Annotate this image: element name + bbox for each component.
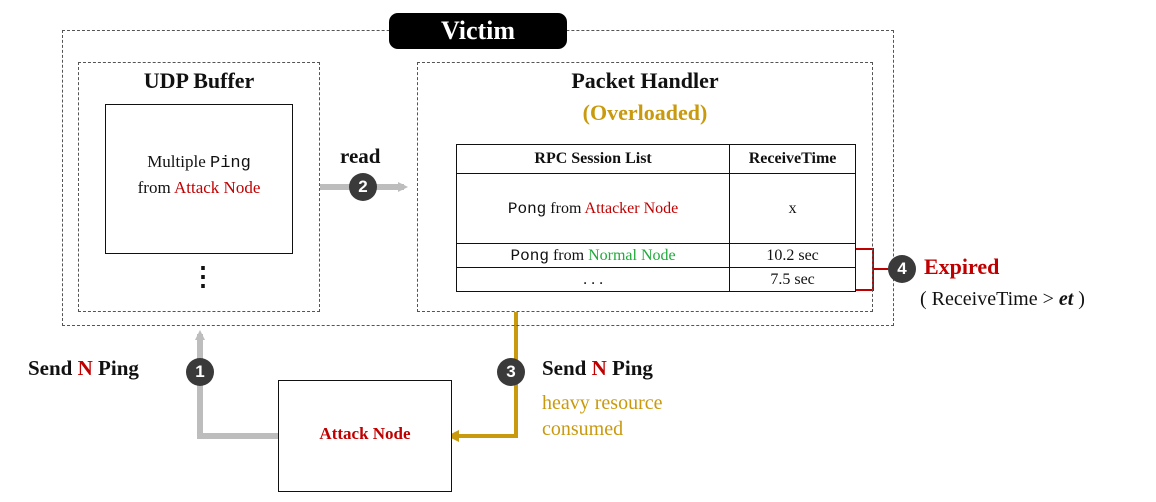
rpc-session-table: RPC Session List ReceiveTime Pong from A… xyxy=(455,144,856,292)
step3-note-line2: consumed xyxy=(542,418,624,440)
rpc-row-from: from xyxy=(552,246,585,264)
send-ping-arrow-step3 xyxy=(447,312,518,442)
step4-condition-var: et xyxy=(1058,288,1074,310)
step4-badge: 4 xyxy=(888,255,916,283)
step1-badge: 1 xyxy=(186,358,214,386)
rpc-header-session: RPC Session List xyxy=(455,144,731,174)
rpc-row-code: Pong xyxy=(507,199,547,218)
udp-buffer-line1-prefix: Multiple xyxy=(147,152,206,171)
udp-buffer-line1-code: Ping xyxy=(210,154,251,173)
rpc-time-cell: 10.2 sec xyxy=(729,243,856,268)
rpc-time-cell: 7.5 sec xyxy=(729,267,856,292)
step3-label-pre: Send xyxy=(542,356,587,380)
rpc-row-time: 10.2 sec xyxy=(766,246,819,264)
udp-buffer-line2-highlight: Attack Node xyxy=(173,178,261,197)
packet-handler-region xyxy=(417,62,873,312)
step2-badge: 2 xyxy=(349,173,377,201)
rpc-row-time: 7.5 sec xyxy=(770,270,815,288)
step1-label-n: N xyxy=(77,356,93,380)
send-ping-arrow-step1 xyxy=(195,330,278,439)
table-row: . . . 7.5 sec xyxy=(455,267,856,292)
table-row: Pong from Attacker Node x xyxy=(455,173,856,244)
step1-label: Send N Ping xyxy=(28,356,139,381)
step4-condition-pre: ( ReceiveTime > xyxy=(920,288,1054,310)
rpc-header-receivetime: ReceiveTime xyxy=(729,144,856,174)
step4-condition: ( ReceiveTime > et ) xyxy=(920,288,1085,311)
attack-node-box xyxy=(278,380,452,492)
step3-label-n: N xyxy=(591,356,607,380)
packet-handler-status: (Overloaded) xyxy=(582,100,708,125)
step3-note-line1: heavy resource xyxy=(542,392,663,414)
rpc-row-from: from xyxy=(550,199,582,217)
udp-buffer-region xyxy=(78,62,320,312)
udp-buffer-box xyxy=(105,104,293,254)
step1-label-pre: Send xyxy=(28,356,73,380)
rpc-time-cell: x xyxy=(729,173,856,244)
udp-buffer-title: UDP Buffer xyxy=(143,68,255,93)
packet-handler-title: Packet Handler xyxy=(571,68,719,93)
step2-label: read xyxy=(340,144,381,168)
rpc-row-source: . . . xyxy=(583,270,604,288)
step4-condition-post: ) xyxy=(1078,288,1085,310)
rpc-row-time: x xyxy=(788,199,797,217)
step3-badge: 3 xyxy=(497,358,525,386)
rpc-session-cell: Pong from Attacker Node xyxy=(455,173,731,244)
step4-label: Expired xyxy=(924,254,1000,279)
rpc-session-cell: . . . xyxy=(455,267,731,292)
udp-buffer-content: Multiple Ping from Attack Node xyxy=(105,150,293,200)
step3-label: Send N Ping xyxy=(542,356,653,381)
step3-note: heavy resource consumed xyxy=(542,390,663,442)
udp-buffer-more: ⋮ xyxy=(190,262,216,291)
rpc-row-source: Normal Node xyxy=(588,246,676,264)
rpc-table-header-row: RPC Session List ReceiveTime xyxy=(455,144,856,174)
rpc-row-source: Attacker Node xyxy=(584,199,679,217)
table-row: Pong from Normal Node 10.2 sec xyxy=(455,243,856,268)
rpc-session-cell: Pong from Normal Node xyxy=(455,243,731,268)
attack-node-label: Attack Node xyxy=(319,424,411,443)
step1-label-post: Ping xyxy=(98,356,139,380)
udp-buffer-line2-prefix: from xyxy=(137,178,171,197)
victim-label: Victim xyxy=(389,13,567,49)
step3-label-post: Ping xyxy=(612,356,653,380)
rpc-row-code: Pong xyxy=(510,246,549,265)
